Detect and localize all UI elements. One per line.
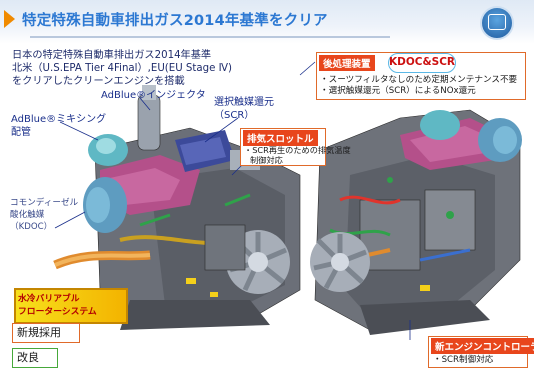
left-engine-image bbox=[53, 85, 301, 330]
leader-lines bbox=[54, 61, 411, 340]
legend-new-adoption: 新規採用 bbox=[12, 323, 80, 343]
kdoc-scr-pill: KDOC&SCR bbox=[388, 53, 456, 73]
float-badge-line-2: フローターシステム bbox=[18, 307, 97, 317]
aftertreatment-bullet-2: ・選択触媒還元（SCR）によるNOx還元 bbox=[320, 86, 476, 96]
label-scr-2: （SCR） bbox=[214, 110, 255, 121]
title-underline bbox=[30, 36, 390, 38]
emblem-logo bbox=[480, 6, 514, 40]
legend-improved: 改良 bbox=[12, 348, 58, 368]
intro-line-3: をクリアしたクリーンエンジンを搭載 bbox=[12, 76, 185, 87]
aftertreatment-tag: 後処理装置 bbox=[319, 55, 375, 71]
right-engine-image bbox=[310, 109, 522, 335]
label-kdoc-2: 酸化触媒 bbox=[10, 210, 45, 220]
title-arrow-icon bbox=[4, 10, 15, 28]
exhaust-throttle-bullet-1: ・SCR再生のための排気温度 bbox=[244, 145, 351, 155]
engine-controller-tag: 新エンジンコントローラ bbox=[431, 338, 534, 354]
exhaust-throttle-tag: 排気スロットル bbox=[243, 130, 318, 146]
aftertreatment-bullet-1: ・スーツフィルタなしのため定期メンテナンス不要 bbox=[320, 75, 518, 85]
engine-controller-bullet-1: ・SCR制御対応 bbox=[433, 355, 494, 365]
label-scr-1: 選択触媒還元 bbox=[214, 97, 274, 108]
label-adblue-mixing-1: AdBlue®ミキシング bbox=[11, 114, 107, 125]
label-kdoc-3: （KDOC） bbox=[10, 222, 53, 232]
intro-line-2: 北米（U.S.EPA Tier 4Final）,EU(EU Stage Ⅳ) bbox=[12, 63, 232, 74]
emblem-logo-mark bbox=[488, 14, 506, 30]
page-title: 特定特殊自動車排出ガス2014年基準をクリア bbox=[22, 13, 328, 29]
label-adblue-injector: AdBlue®インジェクタ bbox=[101, 90, 206, 101]
label-kdoc-1: コモンディーゼル bbox=[10, 198, 79, 208]
float-badge-line-1: 水冷バリアブル bbox=[18, 294, 80, 304]
label-adblue-mixing-2: 配管 bbox=[11, 127, 31, 138]
water-cooled-float-badge bbox=[14, 288, 128, 324]
exhaust-throttle-bullet-2: 制御対応 bbox=[250, 155, 283, 165]
intro-line-1: 日本の特定特殊自動車排出ガス2014年基準 bbox=[12, 50, 212, 61]
